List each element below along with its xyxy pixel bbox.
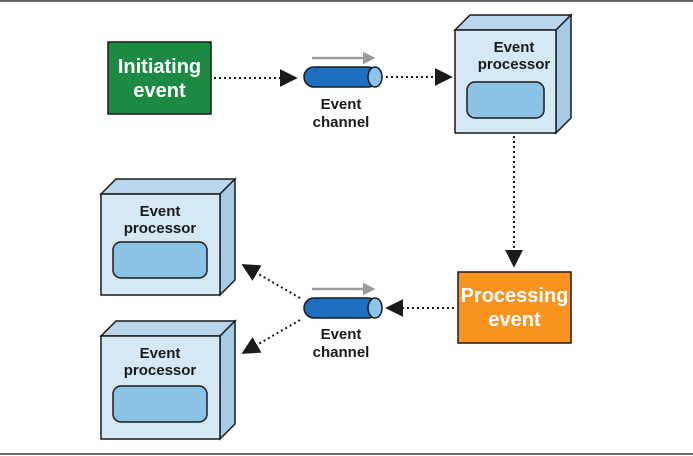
event-channel-bottom: Event channel	[303, 282, 383, 361]
processing-event-label-line2: event	[488, 309, 541, 331]
event-processor-left-top-label-line2: processor	[124, 220, 197, 237]
connector-channel-to-processor-left-top	[241, 264, 301, 299]
event-processor-left-bottom-label-line1: Event	[140, 345, 181, 362]
event-processor-left-top-label-line1: Event	[140, 203, 181, 220]
initiating-event-label-line1: Initiating	[118, 56, 201, 78]
connector-channel-to-processor-left-bottom	[241, 319, 301, 354]
event-processor-top-label-line1: Event	[494, 39, 535, 56]
processing-event-label-line1: Processing	[461, 285, 569, 307]
event-channel-bottom-label-line2: channel	[313, 344, 370, 361]
event-processor-top: Event processor	[453, 13, 573, 135]
event-processor-left-top: Event processor	[99, 177, 237, 297]
processing-event-box: Processing event	[457, 271, 572, 344]
initiating-event-box: Initiating event	[107, 41, 212, 115]
initiating-event-label-line2: event	[133, 80, 186, 102]
event-channel-top-label-line1: Event	[321, 96, 362, 113]
event-channel-top: Event channel	[303, 51, 383, 131]
event-channel-top-label-line2: channel	[313, 114, 370, 131]
event-channel-bottom-label-line1: Event	[321, 326, 362, 343]
channel-pipe-icon	[303, 66, 383, 88]
event-processor-left-bottom: Event processor	[99, 319, 237, 441]
channel-pipe-icon	[303, 297, 383, 319]
event-processor-top-label-line2: processor	[478, 56, 551, 73]
event-processor-left-bottom-label-line2: processor	[124, 362, 197, 379]
